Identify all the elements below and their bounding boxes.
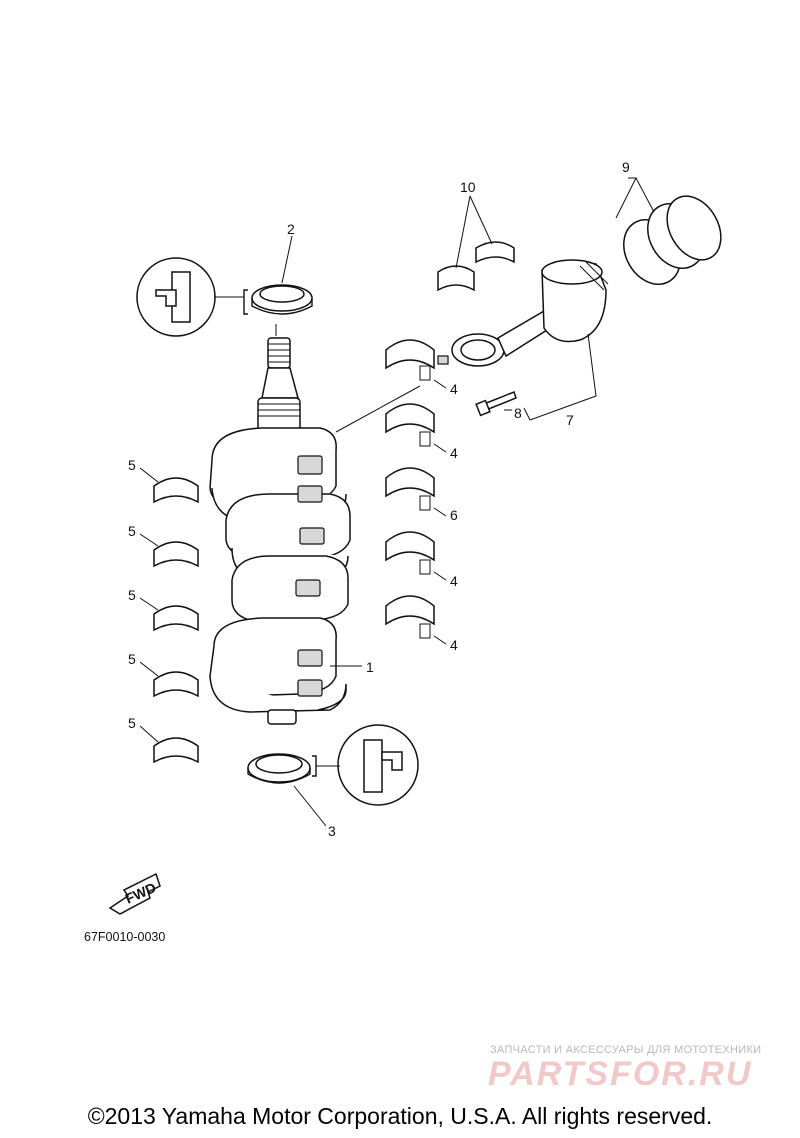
diagram-part-code: 67F0010-0030	[84, 930, 166, 944]
callout-8: 8	[514, 405, 522, 421]
callout-4c: 4	[450, 573, 458, 589]
conrod-bearings	[385, 339, 435, 639]
callout-5a: 5	[128, 457, 136, 473]
callout-5c: 5	[128, 587, 136, 603]
callout-1: 1	[366, 659, 374, 675]
leader-lines	[139, 177, 655, 827]
callout-10: 10	[460, 179, 476, 195]
callout-5b: 5	[128, 523, 136, 539]
oil-seal-top	[251, 284, 313, 315]
callout-3: 3	[328, 823, 336, 839]
callout-4a: 4	[450, 381, 458, 397]
watermark-logo: PARTSFOR.RU	[488, 1055, 753, 1093]
callout-7: 7	[566, 412, 574, 428]
callout-5d: 5	[128, 651, 136, 667]
callout-5e: 5	[128, 715, 136, 731]
watermark-tagline: ЗАПЧАСТИ И АКСЕССУАРЫ ДЛЯ МОТОТЕХНИКИ	[490, 1044, 762, 1056]
fwd-arrow-icon: FWD	[108, 872, 161, 915]
callout-4d: 4	[450, 637, 458, 653]
piston-rings	[623, 195, 722, 285]
main-bearings	[153, 477, 199, 764]
callout-9: 9	[622, 159, 630, 175]
callout-2: 2	[287, 221, 295, 237]
oil-seal-bottom-detail-view	[312, 724, 419, 806]
callout-6: 6	[450, 507, 458, 523]
oil-seal-top-detail-view	[136, 257, 248, 337]
copyright-footer: ©2013 Yamaha Motor Corporation, U.S.A. A…	[87, 1103, 713, 1129]
oil-seal-bottom	[247, 753, 311, 784]
connecting-rod-piston	[437, 259, 609, 367]
piston-pin-bearings	[437, 241, 515, 292]
conrod-bolt	[475, 391, 517, 417]
callout-4b: 4	[450, 445, 458, 461]
crankshaft	[209, 337, 351, 725]
